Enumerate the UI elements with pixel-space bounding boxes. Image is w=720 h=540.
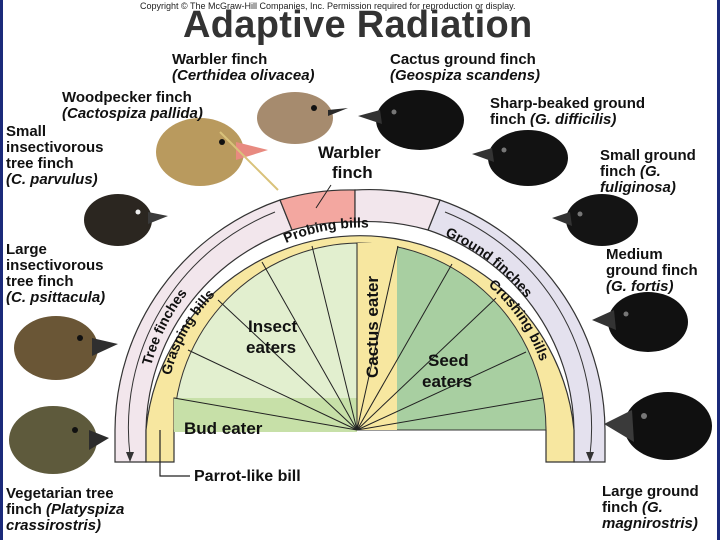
sharp-beaked-finch-label: Sharp-beaked ground finch (G. difficilis… bbox=[490, 96, 645, 128]
large-ground-finch-label: Large ground finch (G. magnirostris) bbox=[602, 484, 699, 532]
small-ground-finch-image bbox=[548, 188, 640, 248]
insect-eaters-label-2: eaters bbox=[246, 338, 296, 357]
cactus-ground-finch-image bbox=[358, 84, 468, 154]
cactus-ground-finch-label: Cactus ground finch (Geospiza scandens) bbox=[390, 52, 540, 84]
insect-eaters-label-1: Insect bbox=[248, 317, 297, 336]
bud-eater-label: Bud eater bbox=[184, 419, 263, 438]
woodpecker-finch-image bbox=[150, 112, 280, 192]
large-insectivorous-finch-label: Large insectivorous tree finch (C. psitt… bbox=[6, 242, 105, 306]
seed-eaters-label-1: Seed bbox=[428, 351, 469, 370]
vegetarian-finch-label: Vegetarian tree finch (Platyspiza crassi… bbox=[6, 486, 124, 534]
woodpecker-finch-label: Woodpecker finch (Cactospiza pallida) bbox=[62, 90, 203, 122]
small-ground-finch-label: Small ground finch (G. fuliginosa) bbox=[600, 148, 696, 196]
small-insectivorous-finch-image bbox=[80, 188, 170, 248]
medium-ground-finch-label: Medium ground finch (G. fortis) bbox=[606, 247, 698, 295]
medium-ground-finch-image bbox=[590, 286, 690, 356]
vegetarian-finch-image bbox=[5, 398, 115, 478]
cactus-eater-label: Cactus eater bbox=[363, 276, 382, 378]
small-insectivorous-finch-label: Small insectivorous tree finch (C. parvu… bbox=[6, 124, 104, 188]
large-insectivorous-finch-image bbox=[10, 310, 120, 382]
sharp-beaked-finch-image bbox=[470, 124, 570, 190]
large-ground-finch-image bbox=[604, 388, 716, 464]
parrot-like-bill-label: Parrot-like bill bbox=[194, 468, 301, 485]
seed-eaters-label-2: eaters bbox=[422, 372, 472, 391]
warbler-finch-label: Warbler finch (Certhidea olivacea) bbox=[172, 52, 315, 84]
warbler-diagram-label-2: finch bbox=[332, 163, 373, 182]
